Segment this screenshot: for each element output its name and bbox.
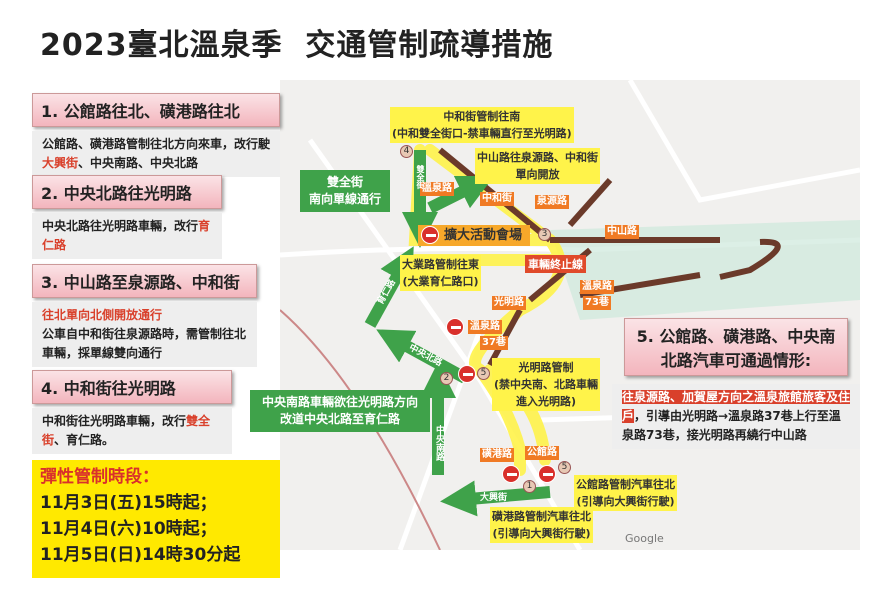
road-label: 公館路 (525, 446, 559, 460)
text: 大業路管制往東 (402, 258, 479, 271)
text: 往北單向北側開放通行 (42, 308, 163, 322)
section-2: 2. 中央北路往光明路 中央北路往光明路車輛，改行育仁路 (32, 175, 222, 259)
text: 雙全街 (42, 414, 211, 447)
text: 單向開放 (515, 168, 560, 181)
section-4: 4. 中和街往光明路 中和街往光明路車輛，改行雙全街、育仁路。 (32, 370, 232, 454)
text: 改道中央北路至育仁路 (279, 412, 400, 426)
label-daye-control: 大業路管制往東 (大業育仁路口) (400, 255, 481, 291)
text: 中和街管制往南 (443, 110, 521, 123)
flex-time: 11月3日(五)15時起； (40, 493, 217, 513)
road-label: 溫泉路 (468, 320, 502, 334)
no-entry-icon (446, 318, 464, 336)
text: 、中央南路、中央北路 (78, 156, 199, 170)
section-body: 中和街往光明路車輛，改行雙全街、育仁路。 (32, 408, 232, 454)
text: 光明路管制 (518, 361, 574, 374)
text: 進入光明路) (516, 395, 577, 408)
section-3: 3. 中山路至泉源路、中和街 往北單向北側開放通行公車自中和街往泉源路時，需管制… (32, 264, 257, 367)
flexible-control-periods: 彈性管制時段： 11月3日(五)15時起； 11月4日(六)10時起； 11月5… (32, 460, 280, 578)
text: (引導向大興街行駛) (492, 527, 591, 540)
arrow-label-daxing: 大興街 (480, 493, 508, 503)
marker-5: 5 (477, 367, 490, 380)
label-gongguan-control: 公館路管制汽車往北 (引導向大興街行駛) (574, 475, 677, 511)
road-label: 中和街 (480, 192, 514, 206)
flex-time: 11月4日(六)10時起； (40, 519, 217, 539)
label-shuangquan: 雙全街南向單線通行 (300, 170, 390, 212)
section-heading: 1. 公館路往北、磺港路往北 (32, 93, 280, 127)
no-entry-icon (538, 465, 556, 483)
road-label: 溫泉路 (580, 280, 614, 294)
google-logo: Google (625, 532, 664, 545)
text: ，引導由光明路→溫泉路37巷上行至溫泉路73巷，接光明路再繞行中山路 (622, 409, 841, 442)
label-zhongshan-open: 中山路往泉源路、中和街單向開放 (475, 148, 600, 184)
text: 中和街往光明路車輛，改行 (42, 414, 187, 428)
text: 公館路管制汽車往北 (576, 478, 675, 491)
no-entry-icon (458, 365, 476, 383)
text: 雙全街 (326, 175, 363, 189)
marker-3: 3 (538, 228, 551, 241)
road-label: 37巷 (480, 336, 508, 350)
road-label: 73巷 (583, 296, 611, 310)
section-heading: 5. 公館路、磺港路、中央南北路汽車可通過情形: (624, 318, 848, 376)
road-label: 光明路 (492, 296, 526, 310)
section-body: 往泉源路、加賀屋方向之溫泉旅館旅客及住戶，引導由光明路→溫泉路37巷上行至溫泉路… (612, 384, 860, 449)
text: 育仁路 (42, 219, 211, 252)
label-zhonghe-control: 中和街管制往南 (中和雙全街口-禁車輛直行至光明路) (390, 107, 574, 143)
flex-time: 11月5日(日)14時30分起 (40, 545, 241, 565)
marker-2: 2 (440, 372, 453, 385)
text: 大興街 (42, 156, 79, 170)
label-huanggang-control: 磺港路管制汽車往北 (引導向大興街行駛) (490, 507, 593, 543)
text: 、育仁路。 (54, 433, 115, 447)
page-title: 2023臺北溫泉季 交通管制疏導措施 (40, 28, 554, 63)
text: 中山路往泉源路、中和街 (477, 151, 598, 164)
section-5: 5. 公館路、磺港路、中央南北路汽車可通過情形: 往泉源路、加賀屋方向之溫泉旅館… (612, 318, 860, 449)
flex-title: 彈性管制時段： (40, 467, 159, 487)
marker-5b: 5 (558, 461, 571, 474)
section-heading: 2. 中央北路往光明路 (32, 175, 222, 209)
text: 南向單線通行 (308, 192, 381, 206)
no-entry-icon (502, 465, 520, 483)
road-label: 中山路 (605, 225, 639, 239)
label-guangming-control: 光明路管制 (禁中央南、北路車輛進入光明路) (492, 358, 601, 411)
section-heading: 4. 中和街往光明路 (32, 370, 232, 404)
marker-4: 4 (400, 145, 413, 158)
venue-label: 擴大活動會場 (418, 225, 531, 246)
text: 公館路、磺港路管制往北方向來車，改行駛 (42, 137, 271, 151)
arrow-label-zhongyang-south: 中央南路 (434, 425, 444, 461)
text: 中央南路車輛欲往光明路方向 (261, 395, 418, 409)
text: (引導向大興街行駛) (576, 495, 675, 508)
text: (中和雙全街口-禁車輛直行至光明路) (392, 127, 572, 140)
section-1: 1. 公館路往北、磺港路往北 公館路、磺港路管制往北方向來車，改行駛大興街、中央… (32, 93, 280, 177)
text: 磺港路管制汽車往北 (492, 510, 591, 523)
road-label: 泉源路 (535, 195, 569, 209)
arrow-label-shuangquan: 雙全街 (416, 165, 425, 189)
road-label: 溫泉路 (420, 182, 454, 196)
text: 公車自中和街往泉源路時，需管制往北車輛，採單線雙向通行 (42, 327, 247, 360)
map: 中和街管制往南 (中和雙全街口-禁車輛直行至光明路) 中山路往泉源路、中和街單向開… (250, 80, 860, 550)
no-entry-icon (421, 226, 439, 244)
label-zhongyang-detour: 中央南路車輛欲往光明路方向改道中央北路至育仁路 (250, 390, 430, 432)
section-body: 中央北路往光明路車輛，改行育仁路 (32, 213, 222, 259)
section-heading: 3. 中山路至泉源路、中和街 (32, 264, 257, 298)
marker-1: 1 (523, 480, 536, 493)
text: (大業育仁路口) (402, 275, 479, 288)
text: 中央北路往光明路車輛，改行 (42, 219, 199, 233)
road-label: 磺港路 (480, 448, 514, 462)
section-body: 公館路、磺港路管制往北方向來車，改行駛大興街、中央南路、中央北路 (32, 131, 280, 177)
terminal-line-label: 車輛終止線 (525, 255, 586, 273)
text: (禁中央南、北路車輛 (494, 378, 599, 391)
section-body: 往北單向北側開放通行公車自中和街往泉源路時，需管制往北車輛，採單線雙向通行 (32, 302, 257, 367)
